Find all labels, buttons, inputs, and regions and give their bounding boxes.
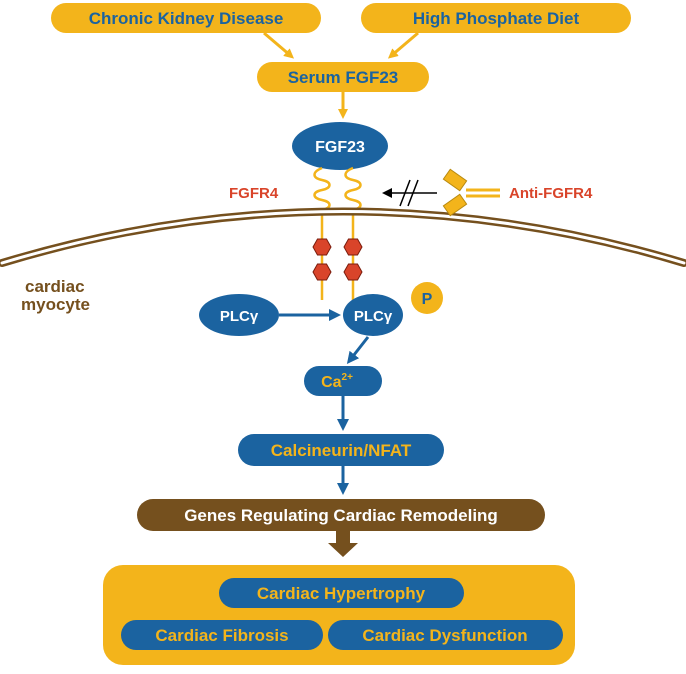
- receptor-coil-right: [344, 166, 362, 218]
- inhibition-slash-2: [407, 179, 419, 207]
- plc-active-label: PLCγ: [354, 308, 393, 325]
- phosphate-label: P: [422, 291, 433, 308]
- serum-fgf23-label: Serum FGF23: [288, 68, 399, 87]
- ckd-arrow: [263, 31, 295, 59]
- plc-active: [343, 294, 403, 336]
- genes-to-outcomes-arrow: [328, 531, 358, 557]
- ckd-label: Chronic Kidney Disease: [89, 9, 284, 28]
- hypertrophy-box: [219, 578, 464, 608]
- diet-label: High Phosphate Diet: [413, 9, 580, 28]
- kinase-hexagon-left-bottom: [312, 263, 332, 281]
- hypertrophy-label: Cardiac Hypertrophy: [257, 584, 426, 603]
- antibody-icon: [442, 168, 500, 217]
- diet-box: [361, 3, 631, 33]
- genes-box: [137, 499, 545, 531]
- dysfunction-label: Cardiac Dysfunction: [362, 626, 527, 645]
- phosphate-badge: [411, 282, 443, 314]
- plc-inactive: [199, 294, 279, 336]
- fibrosis-box: [121, 620, 323, 650]
- genes-label: Genes Regulating Cardiac Remodeling: [184, 506, 498, 525]
- diet-arrow: [387, 31, 419, 59]
- receptor-coil-left: [313, 166, 331, 218]
- calcineurin-label: Calcineurin/NFAT: [271, 441, 412, 460]
- cell-label-line1: cardiac: [25, 277, 85, 296]
- fibrosis-label: Cardiac Fibrosis: [155, 626, 288, 645]
- fgf23-ligand-label: FGF23: [315, 139, 365, 156]
- plc-to-ca-arrow: [346, 336, 370, 364]
- cell-membrane-inner: [0, 210, 686, 265]
- fgf23-ligand: [292, 122, 388, 170]
- dysfunction-box: [328, 620, 563, 650]
- kinase-hexagon-right-bottom: [343, 263, 363, 281]
- calcium-charge: 2+: [342, 372, 354, 383]
- kinase-hexagon-left-top: [312, 238, 332, 256]
- inhibition-slash-1: [399, 179, 411, 207]
- plc-inactive-label: PLCγ: [220, 308, 259, 325]
- kinase-hexagon-right-top: [343, 238, 363, 256]
- anti-fgfr4-label: Anti-FGFR4: [509, 185, 593, 202]
- serum-fgf23-box: [257, 62, 429, 92]
- calcineurin-box: [238, 434, 444, 466]
- calcium-base: Ca: [321, 374, 342, 391]
- calcium-box: [304, 366, 382, 396]
- cell-label-line2: myocyte: [21, 295, 90, 314]
- fgfr4-label: FGFR4: [229, 185, 279, 202]
- ckd-box: [51, 3, 321, 33]
- calcium-text: Ca2+: [321, 372, 353, 391]
